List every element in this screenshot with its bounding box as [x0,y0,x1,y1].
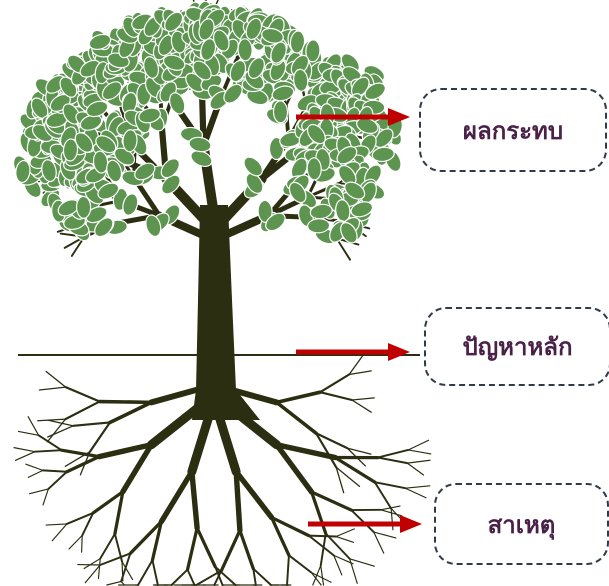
root [349,371,371,375]
root [336,537,353,543]
root [16,452,35,461]
root [352,400,371,412]
cause-label-box: สาเหตุ [434,483,609,565]
root [48,426,74,437]
root [110,402,151,422]
root [289,555,311,572]
root [100,553,130,565]
root [375,482,391,508]
root [236,472,240,531]
root [352,398,374,400]
root [335,457,375,482]
root [172,570,188,585]
root [138,560,152,585]
root [277,402,317,433]
root [152,560,157,585]
root [28,417,38,436]
root [188,528,198,570]
root [374,532,384,553]
root [69,535,82,549]
root [26,464,43,470]
leaf [273,101,287,123]
tree-trunk [192,205,260,420]
root [197,528,215,567]
root [408,440,428,450]
root [309,536,336,537]
core-problem-label: ปัญหาหลัก [462,327,572,366]
root [378,458,407,464]
root [391,508,393,529]
root [374,532,396,538]
root [98,559,100,579]
root [43,489,48,505]
leaf [307,158,322,180]
root [408,450,431,454]
impact-label: ผลกระทบ [463,111,563,150]
arrow-core-problem [296,343,410,361]
root [100,534,115,559]
root [405,488,426,497]
root [46,524,67,525]
root [39,387,65,390]
root [350,559,375,566]
root [407,463,423,475]
root [320,392,352,400]
root [336,529,354,537]
root [38,419,66,421]
root [236,472,271,518]
root [65,402,99,420]
root [85,565,100,583]
root [375,482,406,488]
impact-label-box: ผลกระทบ [419,88,607,172]
root [48,472,67,489]
root [277,392,321,402]
root [192,472,197,528]
root [287,555,289,585]
root [240,530,253,568]
root [320,374,349,392]
root [66,387,100,401]
root [161,472,191,522]
root [19,431,39,435]
root [62,450,100,456]
cause-label: สาเหตุ [488,505,556,544]
root [90,422,110,451]
root [35,450,62,452]
root [14,448,35,452]
root [100,402,152,403]
leaf [238,38,253,61]
root [349,354,364,374]
root [30,489,49,494]
root [321,566,324,585]
root [407,460,430,463]
root [188,570,195,585]
root [221,530,239,570]
core-problem-label-box: ปัญหาหลัก [424,307,609,386]
root [43,470,67,471]
root [405,486,429,488]
root [73,422,110,425]
root [52,524,67,541]
root [378,450,408,458]
root [28,470,43,477]
root [82,535,83,552]
root [46,371,66,387]
